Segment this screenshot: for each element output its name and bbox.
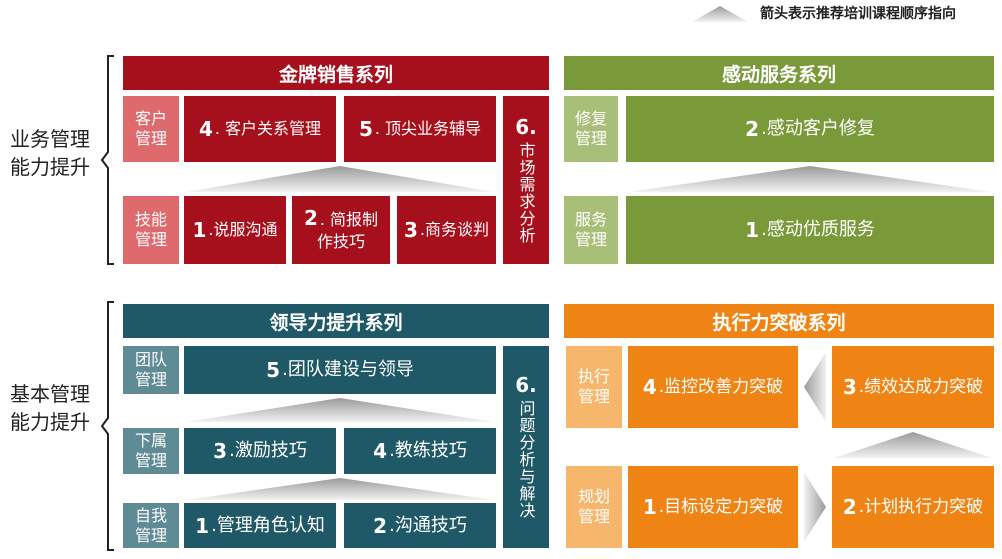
gold-course-5[interactable]: 5. 顶尖业务辅导 bbox=[344, 96, 496, 162]
touch-course-2[interactable]: 2.感动客户修复 bbox=[626, 96, 994, 162]
exec-up-arrow-icon bbox=[834, 432, 992, 458]
exec-course-2[interactable]: 2.计划执行力突破 bbox=[832, 466, 994, 548]
lead-course-3[interactable]: 3.激励技巧 bbox=[184, 428, 336, 474]
exec-course-1[interactable]: 1.目标设定力突破 bbox=[628, 466, 798, 548]
gold-course-3[interactable]: 3.商务谈判 bbox=[397, 196, 496, 264]
gold-course-6[interactable]: 6. 市场需求分析 bbox=[503, 96, 549, 264]
gold-side-skill: 技能管理 bbox=[123, 196, 179, 264]
exec-side-plan: 规划管理 bbox=[566, 466, 622, 548]
lead-side-team: 团队管理 bbox=[123, 346, 179, 394]
exec-right-arrow-icon bbox=[804, 472, 826, 542]
legend-text: 箭头表示推荐培训课程顺序指向 bbox=[760, 6, 956, 22]
exec-series-header: 执行力突破系列 bbox=[564, 304, 994, 338]
touch-series-header: 感动服务系列 bbox=[564, 56, 994, 90]
exec-left-arrow-icon bbox=[804, 352, 826, 422]
lead-up-arrow-icon-1 bbox=[186, 398, 494, 422]
group-label-basic: 基本管理能力提升 bbox=[10, 382, 90, 434]
gold-course-2[interactable]: 2. 简报制作技巧 bbox=[292, 196, 390, 264]
touch-up-arrow-icon bbox=[628, 166, 992, 192]
lead-side-self: 自我管理 bbox=[123, 503, 179, 548]
gold-up-arrow-icon bbox=[186, 166, 494, 192]
gold-course-1[interactable]: 1.说服沟通 bbox=[184, 196, 286, 264]
legend-arrow-icon bbox=[692, 6, 748, 22]
lead-course-6[interactable]: 6. 问题分析与解决 bbox=[503, 346, 549, 548]
gold-course-4[interactable]: 4. 客户关系管理 bbox=[184, 96, 336, 162]
group-bracket-top bbox=[100, 55, 114, 265]
exec-course-4[interactable]: 4.监控改善力突破 bbox=[628, 346, 798, 428]
gold-series-header: 金牌销售系列 bbox=[123, 56, 549, 90]
gold-side-customer: 客户管理 bbox=[123, 96, 179, 162]
lead-course-5[interactable]: 5.团队建设与领导 bbox=[184, 346, 496, 394]
exec-side-execute: 执行管理 bbox=[566, 346, 622, 428]
touch-course-1[interactable]: 1.感动优质服务 bbox=[626, 196, 994, 264]
lead-side-subordinate: 下属管理 bbox=[123, 428, 179, 474]
touch-side-repair: 修复管理 bbox=[564, 96, 618, 162]
touch-side-service: 服务管理 bbox=[564, 196, 618, 264]
group-bracket-bottom bbox=[100, 301, 114, 551]
lead-course-4[interactable]: 4.教练技巧 bbox=[344, 428, 496, 474]
lead-up-arrow-icon-2 bbox=[186, 478, 494, 500]
lead-series-header: 领导力提升系列 bbox=[123, 304, 549, 338]
exec-course-3[interactable]: 3.绩效达成力突破 bbox=[832, 346, 994, 428]
lead-course-1[interactable]: 1.管理角色认知 bbox=[184, 503, 336, 548]
group-label-business: 业务管理能力提升 bbox=[10, 127, 90, 179]
lead-course-2[interactable]: 2.沟通技巧 bbox=[344, 503, 496, 548]
